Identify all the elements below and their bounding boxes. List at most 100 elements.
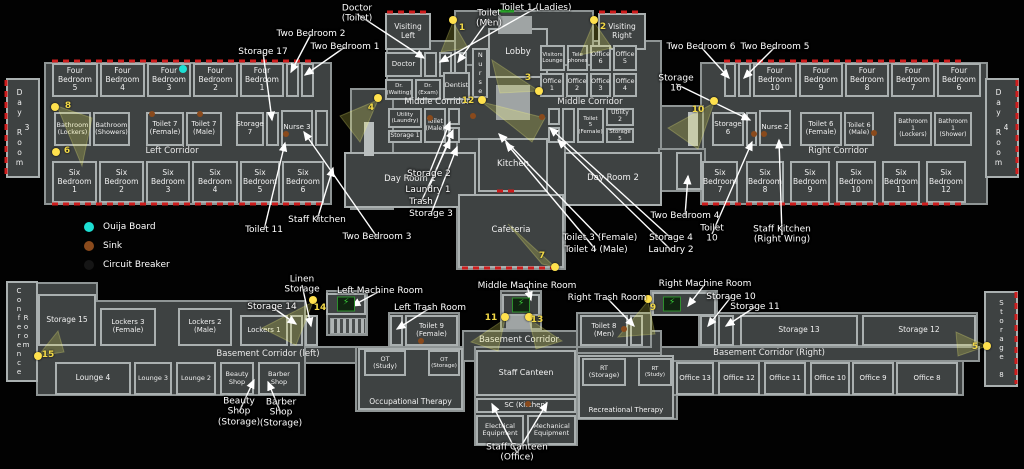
rt-study: RT (Study) (638, 358, 672, 386)
kitchen: Kitchen (478, 138, 548, 192)
kitchen-label: Kitchen (497, 159, 529, 170)
staff-canteen: Staff Canteen (476, 350, 576, 396)
sink-icon (621, 326, 627, 332)
camera-dot-2 (590, 16, 598, 24)
office-11: Office 11 (764, 362, 806, 395)
machine-room-lightning-icon: ⚡ (663, 296, 681, 312)
toilet-6-female-label: Toilet 6 (Female) (805, 120, 837, 136)
camera-dot-7 (551, 263, 559, 271)
toilet-7-male-label: Toilet 7 (Male) (191, 120, 217, 136)
legend-row-circuit-breaker: Circuit Breaker (84, 255, 170, 274)
camera-number-1: 1 (458, 23, 466, 33)
storage-1-label: Storage 1 (390, 132, 420, 140)
dr-exam: Dr. (Exam) (415, 79, 441, 100)
storage-13: Storage 13 (740, 315, 858, 346)
telephones: Tele phones (567, 45, 588, 71)
dentist-label: Dentist (444, 81, 469, 90)
camera-number-3: 3 (524, 73, 532, 83)
visiting-left: Visiting Left (385, 13, 431, 50)
utility-2: Utility 2 (606, 108, 634, 126)
camera-number-8: 8 (64, 101, 72, 111)
legend-label-sink: Sink (103, 240, 123, 251)
office-3: Office 3 (590, 73, 611, 97)
storage-11-room (718, 315, 734, 346)
beauty-shop-label: Beauty Shop (225, 370, 249, 386)
six-bedroom-9: Six Bedroom 9 (790, 161, 830, 203)
four-bedroom-9-label: Four Bedroom 9 (804, 66, 838, 93)
camera-dot-13 (525, 313, 533, 321)
bathroom-lockers: Bathroom (Lockers) (54, 112, 91, 146)
dr-exam-label: Dr. (Exam) (418, 83, 438, 96)
linen-storage-room (305, 315, 318, 346)
mechanical-equipment-label: Mechanical Equipment (533, 421, 570, 437)
office-8-label: Office 8 (913, 373, 941, 382)
office-4-label: Office 4 (615, 76, 635, 92)
lounge-3-label: Lounge 3 (137, 373, 169, 382)
storage-15-label: Storage 15 (46, 314, 88, 324)
mechanical-equipment: Mechanical Equipment (527, 415, 576, 445)
annotation-two-bedroom-5: Two Bedroom 5 (740, 41, 810, 52)
toilet-male-mid: Toilet (Male) (424, 108, 446, 143)
day-room-4-label: Day Room 4 (994, 88, 1011, 168)
annotation-storage-14: Storage 14 (247, 301, 297, 312)
visiting-right: Visiting Right (598, 13, 646, 50)
lounge-3: Lounge 3 (134, 362, 172, 395)
nurse-3-label: Nurse 3 (283, 123, 311, 132)
six-bedroom-5: Six Bedroom 5 (240, 161, 280, 203)
camera-number-4: 4 (367, 103, 375, 113)
office-6: Office 6 (590, 45, 611, 71)
camera-number-15: 15 (41, 350, 55, 360)
lockers-3-female-label: Lockers 3 (Female) (111, 318, 145, 334)
office-2-label: Office 2 (567, 76, 587, 92)
office-12-label: Office 12 (723, 373, 755, 382)
toilet-8-men-label: Toilet 8 (Men) (591, 321, 617, 338)
two-bedroom-4-room (676, 152, 702, 190)
visitors-lounge: Visitors Lounge (540, 45, 565, 71)
bathroom-showers: Bathroom (Showers) (93, 112, 130, 146)
lounge-2: Lounge 2 (176, 362, 216, 395)
two-bedroom-6-room (724, 63, 736, 97)
storage-12: Storage 12 (862, 315, 976, 346)
camera-number-12: 12 (461, 96, 475, 106)
laundry-2-room (548, 127, 560, 143)
annotation-two-bedroom-3: Two Bedroom 3 (342, 231, 412, 242)
six-bedroom-4-label: Six Bedroom 4 (198, 168, 232, 195)
annotation-storage-10: Storage 10 (706, 291, 756, 302)
office-9-label: Office 9 (859, 373, 887, 382)
office-8: Office 8 (896, 362, 958, 395)
conference-room: Conference Room (6, 281, 38, 382)
office-13-label: Office 13 (679, 373, 711, 382)
elevator-block-2 (496, 85, 530, 120)
four-bedroom-5-label: Four Bedroom 5 (58, 66, 92, 93)
annotation-two-bedroom-2: Two Bedroom 2 (276, 28, 346, 39)
camera-dot-9 (644, 295, 652, 303)
office-9: Office 9 (852, 362, 894, 395)
sink-icon (871, 130, 877, 136)
annotation-two-bedroom-1: Two Bedroom 1 (310, 41, 380, 52)
camera-dot-1 (449, 16, 457, 24)
legend-label-ouija: Ouija Board (103, 221, 156, 232)
camera-number-11: 11 (484, 313, 498, 323)
six-bedroom-3-label: Six Bedroom 3 (151, 168, 185, 195)
annotation-doctor-toilet-: Doctor (Toilet) (341, 3, 373, 24)
lockers-1: Lockers 1 (240, 315, 288, 346)
six-bedroom-7: Six Bedroom 7 (702, 161, 738, 203)
corridor-label-right-corridor: Right Corridor (808, 146, 868, 156)
storage-5: Storage 5 (606, 128, 634, 143)
storage-7-label: Storage 7 (236, 120, 264, 136)
six-bedroom-12-label: Six Bedroom 12 (929, 168, 963, 195)
storage-8-label: Storage 8 (997, 298, 1006, 380)
four-bedroom-7: Four Bedroom 7 (891, 63, 935, 97)
annotation-two-bedroom-6: Two Bedroom 6 (666, 41, 736, 52)
two-bedroom-2-room (286, 63, 299, 97)
doctor-toilet-room (424, 52, 437, 77)
camera-dot-5 (983, 342, 991, 350)
six-bedroom-6: Six Bedroom 6 (282, 161, 324, 203)
camera-number-5: 5 (971, 342, 979, 352)
stairs-icon (330, 318, 366, 334)
six-bedroom-11: Six Bedroom 11 (882, 161, 920, 203)
office-10-label: Office 10 (814, 373, 846, 382)
annotation-left-machine-room: Left Machine Room (337, 285, 423, 296)
four-bedroom-7-label: Four Bedroom 7 (896, 66, 930, 93)
office-2: Office 2 (566, 73, 588, 97)
